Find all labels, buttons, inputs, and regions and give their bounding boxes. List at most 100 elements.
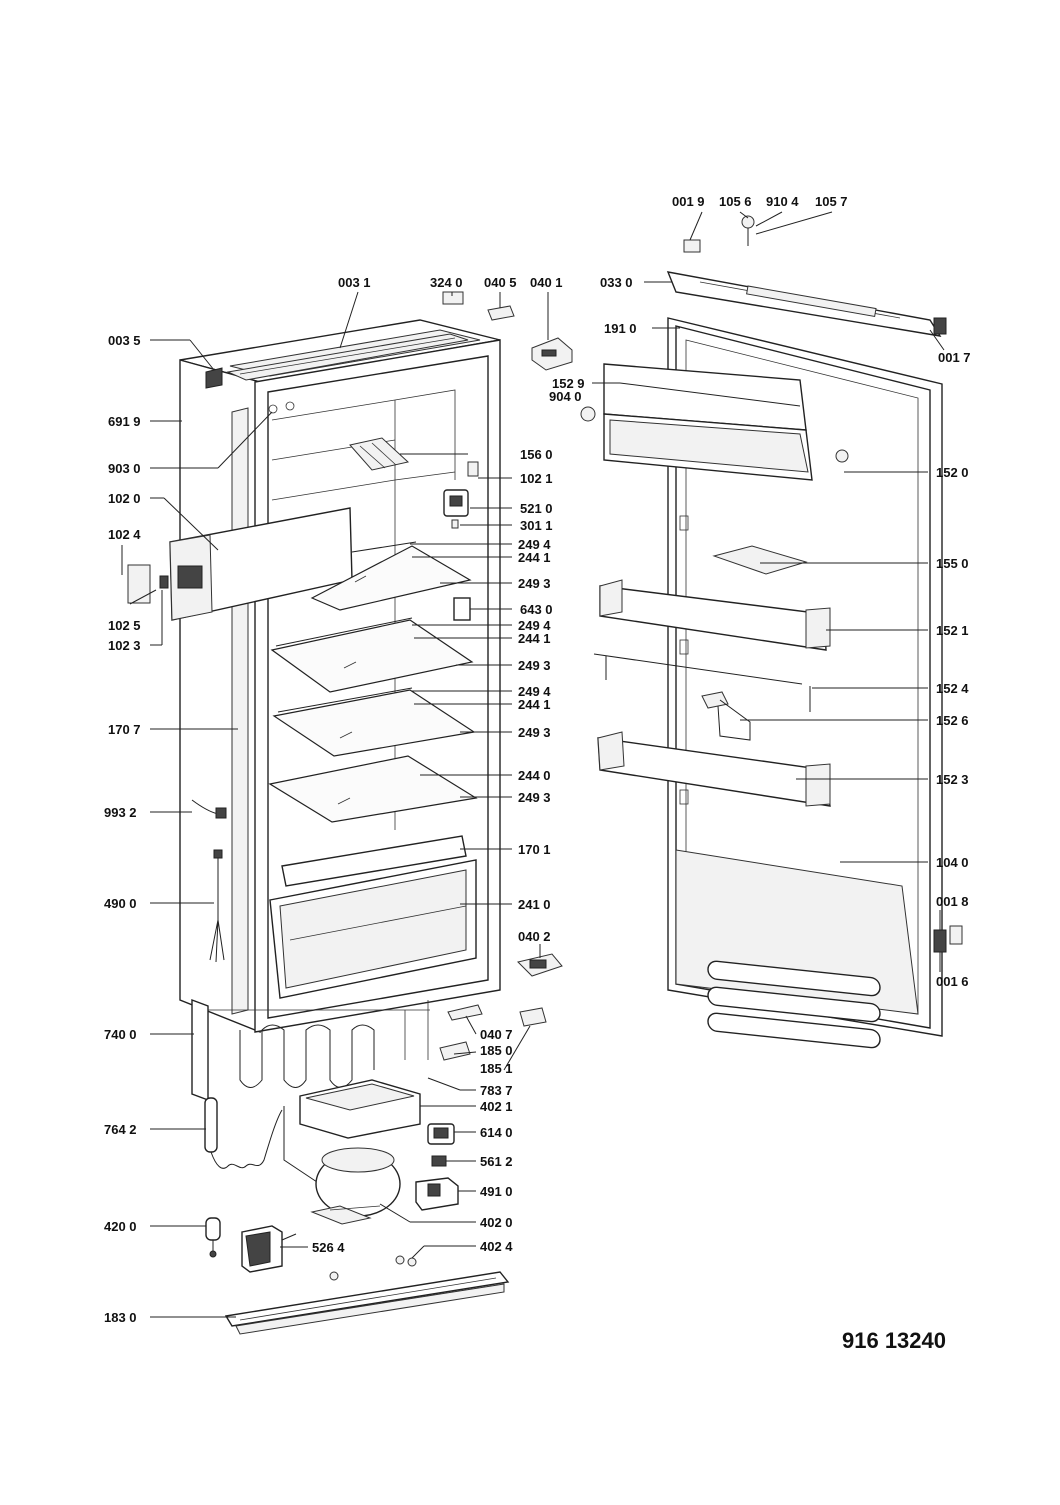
label-244-0: 244 0 — [518, 768, 551, 783]
capillary-764-2 — [204, 1097, 321, 1185]
label-783-7: 783 7 — [480, 1083, 513, 1098]
compressor-402-0 — [310, 1147, 401, 1225]
label-244-1-a: 244 1 — [518, 550, 551, 565]
label-643-0: 643 0 — [520, 602, 553, 617]
egg-tray-155-0 — [712, 545, 808, 575]
label-040-7: 040 7 — [480, 1027, 513, 1042]
wiring-490-0 — [209, 849, 225, 963]
shelf-4 — [268, 755, 478, 823]
part-040-7 — [447, 1004, 483, 1021]
label-183-0: 183 0 — [104, 1310, 137, 1325]
wire-993-2 — [191, 799, 227, 819]
hinge-040-2 — [517, 953, 563, 977]
label-244-1-b: 244 1 — [518, 631, 551, 646]
part-783-7 — [427, 1077, 461, 1091]
label-904-0: 904 0 — [549, 389, 582, 404]
part-001-6 — [949, 925, 963, 945]
label-040-5: 040 5 — [484, 275, 517, 290]
label-152-0: 152 0 — [936, 465, 969, 480]
label-152-4: 152 4 — [936, 681, 969, 696]
screw-105-6 — [741, 215, 755, 246]
door-assembly — [667, 317, 943, 1049]
label-001-8: 001 8 — [936, 894, 969, 909]
label-764-2: 764 2 — [104, 1122, 137, 1137]
part-491-0 — [415, 1177, 459, 1211]
label-152-6: 152 6 — [936, 713, 969, 728]
part-324-0 — [442, 291, 464, 305]
label-249-4-c: 249 4 — [518, 684, 551, 699]
label-033-0: 033 0 — [600, 275, 633, 290]
top-frame-part — [226, 333, 469, 381]
label-249-4-a: 249 4 — [518, 537, 551, 552]
part-904-0 — [580, 406, 596, 422]
label-691-9: 691 9 — [108, 414, 141, 429]
label-521-0: 521 0 — [520, 501, 553, 516]
label-001-7: 001 7 — [938, 350, 971, 365]
label-249-3-c: 249 3 — [518, 725, 551, 740]
part-001-8 — [933, 929, 947, 953]
label-185-0: 185 0 — [480, 1043, 513, 1058]
leader-lines — [121, 211, 945, 1318]
label-402-1: 402 1 — [480, 1099, 513, 1114]
label-526-4: 526 4 — [312, 1240, 345, 1255]
label-102-3: 102 3 — [108, 638, 141, 653]
label-249-4-b: 249 4 — [518, 618, 551, 633]
hinge-040-1 — [531, 337, 573, 371]
dairy-compartment-152-9 — [603, 363, 813, 481]
label-102-1: 102 1 — [520, 471, 553, 486]
part-643-0 — [453, 597, 471, 621]
label-152-9: 152 9 — [552, 376, 585, 391]
part-102-5 — [159, 575, 169, 589]
label-040-1: 040 1 — [530, 275, 563, 290]
label-561-2: 561 2 — [480, 1154, 513, 1169]
crisper-drawer-241-0 — [269, 859, 477, 999]
label-105-7: 105 7 — [815, 194, 848, 209]
label-102-0: 102 0 — [108, 491, 141, 506]
part-561-2 — [431, 1155, 447, 1167]
bottle-holder-152-6 — [701, 691, 751, 741]
label-104-0: 104 0 — [936, 855, 969, 870]
reference-number: 916 13240 — [842, 1328, 946, 1353]
label-003-5: 003 5 — [108, 333, 141, 348]
label-249-3-a: 249 3 — [518, 576, 551, 591]
part-001-7 — [933, 317, 947, 335]
label-170-7: 170 7 — [108, 722, 141, 737]
label-249-3-d: 249 3 — [518, 790, 551, 805]
label-185-1: 185 1 — [480, 1061, 513, 1076]
thermostat-521-0 — [443, 489, 469, 517]
label-490-0: 490 0 — [104, 896, 137, 911]
label-156-0: 156 0 — [520, 447, 553, 462]
label-249-3-b: 249 3 — [518, 658, 551, 673]
label-001-6: 001 6 — [936, 974, 969, 989]
label-491-0: 491 0 — [480, 1184, 513, 1199]
label-324-0: 324 0 — [430, 275, 463, 290]
label-241-0: 241 0 — [518, 897, 551, 912]
label-402-0: 402 0 — [480, 1215, 513, 1230]
part-labels: 001 9 105 6 910 4 105 7 003 1 324 0 040 … — [104, 194, 971, 1353]
part-152-0 — [835, 449, 849, 463]
plinth-183-0 — [224, 1271, 510, 1335]
tray-402-1 — [299, 1079, 421, 1139]
part-102-4 — [127, 564, 151, 604]
part-003-5 — [205, 367, 223, 389]
label-420-0: 420 0 — [104, 1219, 137, 1234]
label-102-5: 102 5 — [108, 618, 141, 633]
label-001-9: 001 9 — [672, 194, 705, 209]
label-910-4: 910 4 — [766, 194, 799, 209]
label-301-1: 301 1 — [520, 518, 553, 533]
condenser-740-0 — [191, 998, 430, 1102]
label-152-1: 152 1 — [936, 623, 969, 638]
label-402-4: 402 4 — [480, 1239, 513, 1254]
label-003-1: 003 1 — [338, 275, 371, 290]
part-301-1 — [451, 519, 459, 529]
label-993-2: 993 2 — [104, 805, 137, 820]
door-shelf-152-3 — [597, 731, 831, 807]
label-191-0: 191 0 — [604, 321, 637, 336]
label-152-3: 152 3 — [936, 772, 969, 787]
shelf-1 — [310, 541, 472, 611]
label-903-0: 903 0 — [108, 461, 141, 476]
label-102-4: 102 4 — [108, 527, 141, 542]
feet-402-4 — [329, 1255, 417, 1281]
part-040-5 — [487, 305, 515, 321]
